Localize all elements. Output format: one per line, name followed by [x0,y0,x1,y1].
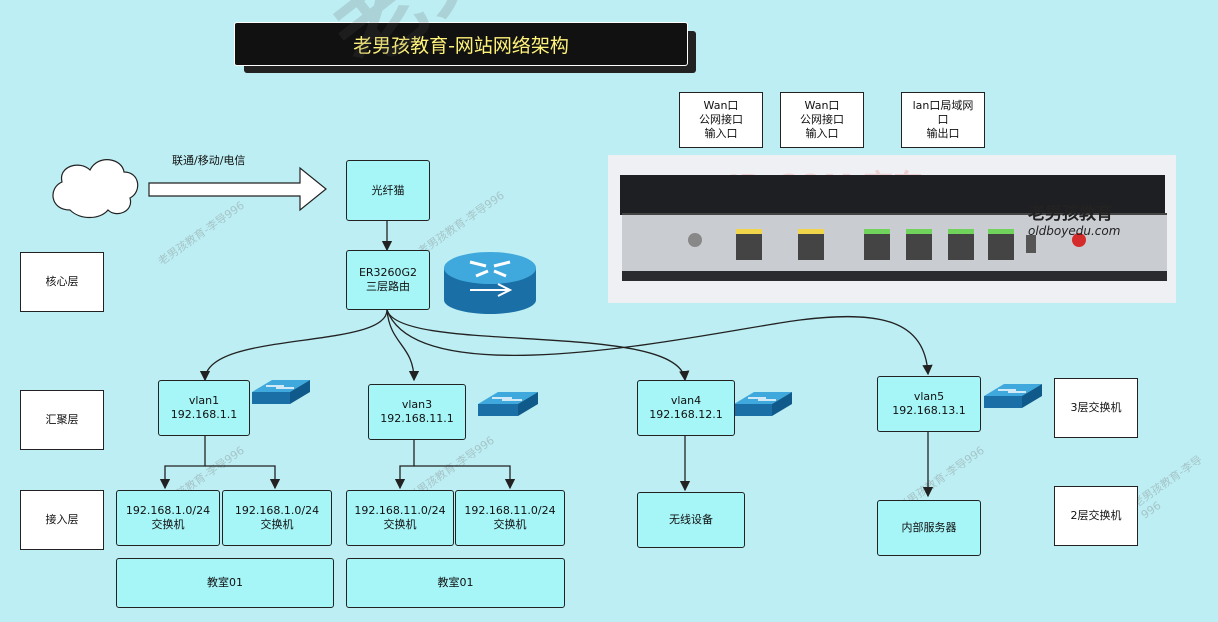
vlan4-node[interactable]: vlan4 192.168.12.1 [637,380,735,436]
power-button [1072,233,1086,247]
lan-port [948,229,974,260]
switch-label: 交换机 [151,518,185,531]
access-switch-3[interactable]: 192.168.11.0/24 交换机 [346,490,454,546]
router-device-image: JD.COM 京东 老男孩教育 oldboyedu.com [608,155,1176,303]
switch-icon-vlan4 [734,392,792,416]
vlan-name: vlan4 [670,394,702,407]
fiber-modem-node[interactable]: 光纤猫 [346,160,430,221]
port-label-line: lan口局域网 [912,99,974,112]
vlan-name: vlan3 [401,398,433,411]
router-desc: 三层路由 [366,280,410,293]
layer-access-label: 接入层 [20,490,104,550]
device-logo: 老男孩教育 oldboyedu.com [1028,199,1176,238]
isp-label: 联通/移动/电信 [172,154,246,167]
switch-label: 交换机 [493,518,527,531]
vlan1-node[interactable]: vlan1 192.168.1.1 [158,380,250,436]
port-label-wan2: Wan口 公网接口 输入口 [780,92,864,148]
router-icon [444,252,536,314]
vlan-name: vlan5 [913,390,945,403]
port-label-line: 输入口 [805,127,839,140]
subnet-label: 192.168.1.0/24 [234,504,320,517]
wireless-device-node[interactable]: 无线设备 [637,492,745,548]
subnet-label: 192.168.1.0/24 [125,504,211,517]
subnet-label: 192.168.11.0/24 [354,504,446,517]
vlan-ip: 192.168.1.1 [170,408,238,421]
vlan-ip: 192.168.11.1 [380,412,454,425]
internal-server-node[interactable]: 内部服务器 [877,500,981,556]
device-base [622,271,1167,281]
switch-label: 交换机 [383,518,417,531]
layer-aggregation-label: 汇聚层 [20,390,104,450]
page-title: 老男孩教育-网站网络架构 [234,22,688,66]
lan-port [864,229,890,260]
port-label-line: 输出口 [926,127,960,140]
layer-core-label: 核心层 [20,252,104,312]
router-node[interactable]: ER3260G2 三层路由 [346,250,430,310]
access-switch-2[interactable]: 192.168.1.0/24 交换机 [222,490,332,546]
device-top [620,175,1165,215]
classroom-node-2[interactable]: 教室01 [346,558,565,608]
switch-label: 交换机 [260,518,294,531]
wan-port [736,229,762,260]
port-label-line: 公网接口 [800,113,844,126]
legend-l3-switch: 3层交换机 [1054,378,1138,438]
port-label-line: Wan口 [804,99,840,112]
cloud-icon [52,159,139,219]
wan-lan-port [798,229,824,260]
port-label-line: 口 [937,113,949,126]
device-logo-domain: oldboyedu.com [1028,224,1121,238]
router-model: ER3260G2 [358,266,418,279]
port-label-line: 输入口 [704,127,738,140]
vlan5-node[interactable]: vlan5 192.168.13.1 [877,376,981,432]
port-label-line: 公网接口 [699,113,743,126]
vlan-name: vlan1 [188,394,220,407]
isp-arrow [148,166,327,212]
switch-icon-vlan3 [478,392,538,416]
lan-port [988,229,1014,260]
usb-port [1026,235,1036,253]
device-knob [688,233,702,247]
switch-icon-vlan5 [984,384,1042,408]
port-label-wan1: Wan口 公网接口 输入口 [679,92,763,148]
access-switch-1[interactable]: 192.168.1.0/24 交换机 [116,490,220,546]
device-logo-name: 老男孩教育 [1028,204,1113,224]
port-label-lan: lan口局域网 口 输出口 [901,92,985,148]
access-switch-4[interactable]: 192.168.11.0/24 交换机 [455,490,565,546]
lan-port [906,229,932,260]
classroom-node-1[interactable]: 教室01 [116,558,334,608]
port-label-line: Wan口 [703,99,739,112]
vlan3-node[interactable]: vlan3 192.168.11.1 [368,384,466,440]
subnet-label: 192.168.11.0/24 [464,504,556,517]
legend-l2-switch: 2层交换机 [1054,486,1138,546]
vlan-ip: 192.168.12.1 [649,408,723,421]
vlan-ip: 192.168.13.1 [892,404,966,417]
switch-icon-vlan1 [252,380,310,404]
